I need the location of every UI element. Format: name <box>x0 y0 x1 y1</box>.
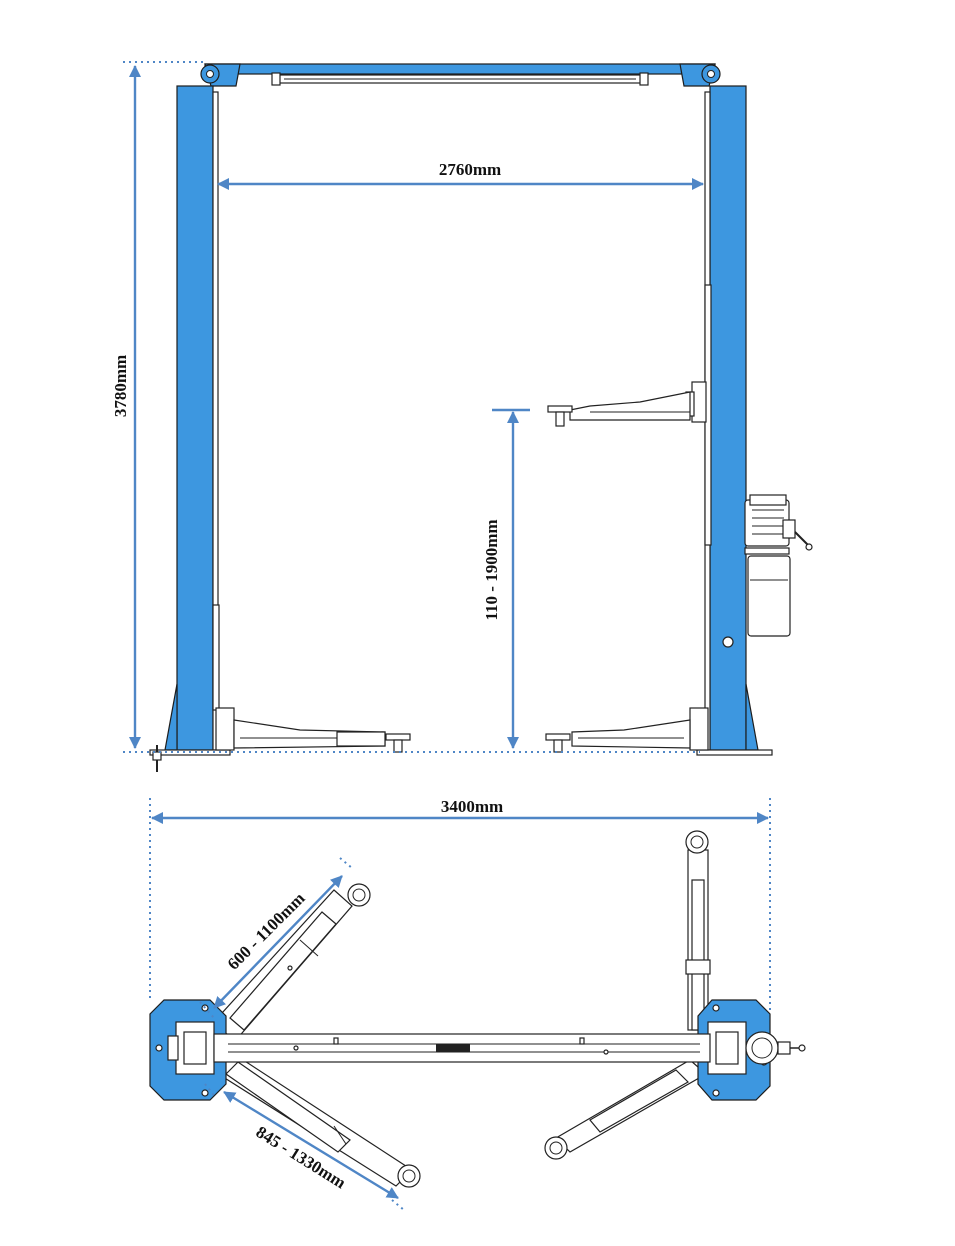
right-column <box>696 85 773 756</box>
lowered-lift-arm-left <box>215 707 411 753</box>
arm-lower-right <box>544 1059 708 1160</box>
overall-width-label: 3400mm <box>441 797 503 816</box>
top-view: 3400mm <box>149 797 806 1211</box>
height-label: 3780mm <box>111 355 130 417</box>
short-arm-dimension-line <box>213 875 343 1009</box>
top-crossbeam <box>200 63 721 87</box>
lowered-lift-arm-right <box>545 707 709 753</box>
base-plate-left <box>149 999 227 1101</box>
left-column <box>149 85 231 772</box>
raised-lift-arm <box>547 381 707 427</box>
arm-upper-right <box>685 830 711 1031</box>
base-plate-right <box>697 999 806 1101</box>
long-arm-dimension-line <box>223 1090 399 1200</box>
lift-height-label: 110 - 1900mm <box>482 519 501 620</box>
inner-width-label: 2760mm <box>439 160 501 179</box>
hydraulic-power-unit <box>744 494 813 637</box>
top-view-crossbeam <box>213 1033 711 1063</box>
front-view: 3780mm 2760mm 110 - 1900mm <box>111 61 813 772</box>
